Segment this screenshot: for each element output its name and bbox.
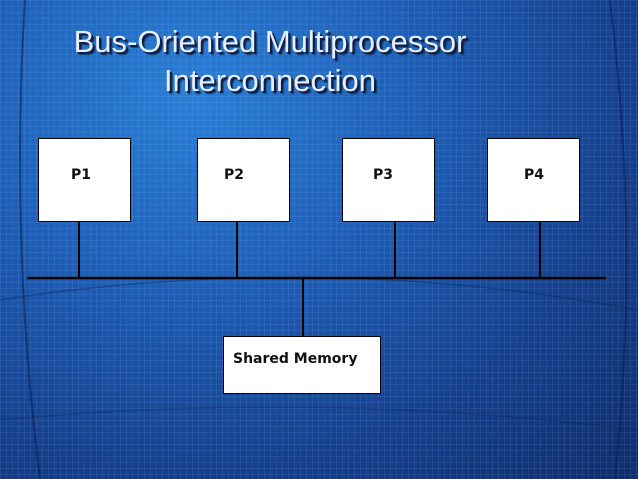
slide-title-line1: Bus-Oriented Multiprocessor xyxy=(73,24,467,59)
processor-label: P4 xyxy=(524,167,545,183)
processor-box-p2: P2 xyxy=(197,138,290,222)
processor-box-p3: P3 xyxy=(342,138,435,222)
processor-label: P3 xyxy=(373,167,394,183)
slide-title-line2: Interconnection xyxy=(164,63,376,98)
processor-box-p1: P1 xyxy=(38,138,131,222)
processor-label: P2 xyxy=(224,167,245,183)
slide-title: Bus-Oriented Multiprocessor Interconnect… xyxy=(40,22,500,100)
shared-memory-label: Shared Memory xyxy=(233,351,358,367)
shared-memory-box: Shared Memory xyxy=(223,336,381,394)
processor-label: P1 xyxy=(71,167,92,183)
processor-box-p4: P4 xyxy=(487,138,580,222)
